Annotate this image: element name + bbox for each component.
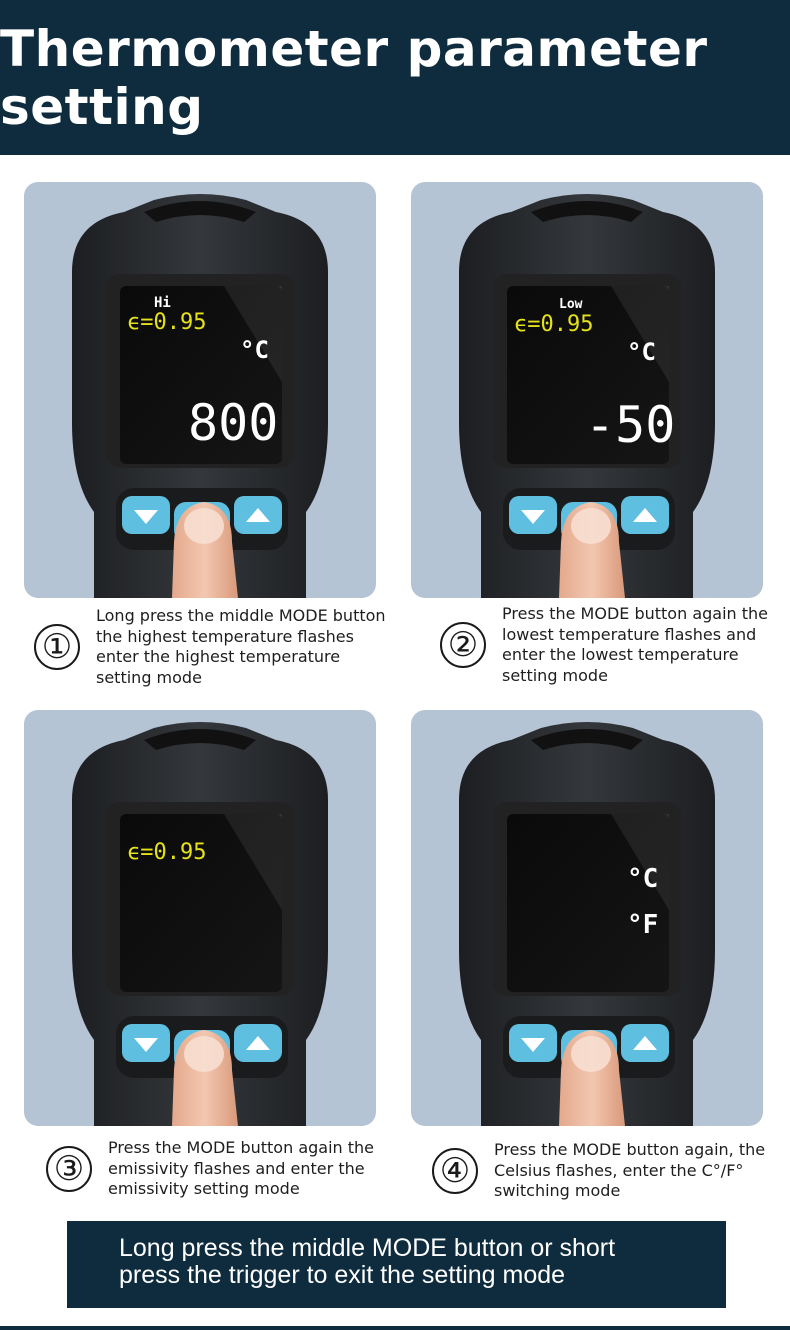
step-number: ② bbox=[440, 622, 486, 668]
thermometer-device bbox=[459, 722, 715, 1126]
step-description: Press the MODE button again the emissivi… bbox=[108, 1138, 375, 1199]
step-1-caption: ① Long press the middle MODE button the … bbox=[34, 606, 386, 688]
screen-mode-label: Hi bbox=[154, 295, 171, 311]
down-arrow-icon bbox=[134, 510, 158, 524]
thermometer-device bbox=[459, 194, 715, 598]
step-4-caption: ④ Press the MODE button again, the Celsi… bbox=[432, 1138, 784, 1204]
step-1-panel: Hi ϵ=0.95 °C 800 bbox=[24, 182, 376, 598]
up-arrow-icon bbox=[246, 508, 270, 522]
step-number: ④ bbox=[432, 1148, 478, 1194]
screen-reading: 800 bbox=[188, 394, 279, 452]
step-2-caption: ② Press the MODE button again the lowest… bbox=[440, 604, 790, 686]
bottom-divider bbox=[0, 1326, 790, 1330]
thermometer-device bbox=[72, 722, 328, 1126]
step-number: ③ bbox=[46, 1146, 92, 1192]
step-2-panel: Low ϵ=0.95 °C -50 bbox=[411, 182, 763, 598]
exit-instruction-line-1: Long press the middle MODE button or sho… bbox=[119, 1234, 616, 1262]
screen-mode-label: Low bbox=[559, 297, 583, 312]
step-3-caption: ③ Press the MODE button again the emissi… bbox=[46, 1136, 398, 1202]
down-arrow-icon bbox=[521, 1038, 545, 1052]
up-arrow-icon bbox=[633, 508, 657, 522]
thermometer-device bbox=[72, 194, 328, 598]
step-4-panel: °C °F bbox=[411, 710, 763, 1126]
screen-unit: °C bbox=[627, 338, 656, 366]
page-title: Thermometer parameter setting bbox=[0, 19, 708, 136]
exit-instruction-box: Long press the middle MODE button or sho… bbox=[67, 1221, 726, 1308]
up-arrow-icon bbox=[246, 1036, 270, 1050]
screen-reading: -50 bbox=[585, 396, 676, 454]
screen-unit-fahrenheit: °F bbox=[627, 910, 659, 940]
down-arrow-icon bbox=[134, 1038, 158, 1052]
screen-emissivity: ϵ=0.95 bbox=[127, 310, 207, 335]
screen-emissivity: ϵ=0.95 bbox=[514, 312, 594, 337]
step-description: Long press the middle MODE button the hi… bbox=[96, 606, 386, 687]
step-3-panel: ϵ=0.95 bbox=[24, 710, 376, 1126]
header-banner: Thermometer parameter setting bbox=[0, 0, 790, 155]
step-description: Press the MODE button again the lowest t… bbox=[502, 604, 769, 685]
step-description: Press the MODE button again, the Celsius… bbox=[494, 1140, 766, 1201]
exit-instruction-line-2: press the trigger to exit the setting mo… bbox=[119, 1261, 566, 1289]
screen-unit-celsius: °C bbox=[627, 864, 659, 894]
screen-unit: °C bbox=[240, 336, 269, 364]
up-arrow-icon bbox=[633, 1036, 657, 1050]
step-number: ① bbox=[34, 624, 80, 670]
down-arrow-icon bbox=[521, 510, 545, 524]
screen-emissivity: ϵ=0.95 bbox=[127, 840, 207, 865]
